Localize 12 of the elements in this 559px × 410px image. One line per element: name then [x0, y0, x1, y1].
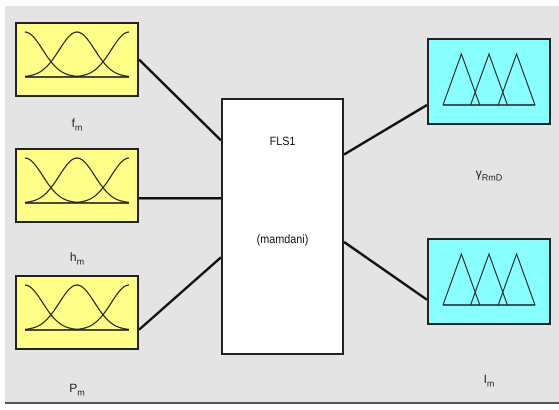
- connector-line: [139, 196, 221, 200]
- connector-line: [343, 240, 428, 301]
- connector-line: [343, 104, 428, 156]
- system-label: (mamdani): [256, 232, 310, 246]
- variable-label: γ$_{RmD}$: [474, 166, 504, 182]
- variable-label: I$_{m}$: [482, 372, 496, 388]
- connector-line: [138, 256, 222, 331]
- variable-label: f$_{m}$: [70, 116, 84, 132]
- variable-label: P$_{m}$: [68, 381, 86, 398]
- connector-line: [138, 58, 222, 142]
- system-label: FLS1: [268, 134, 296, 148]
- variable-label: h$_{m}$: [68, 250, 86, 266]
